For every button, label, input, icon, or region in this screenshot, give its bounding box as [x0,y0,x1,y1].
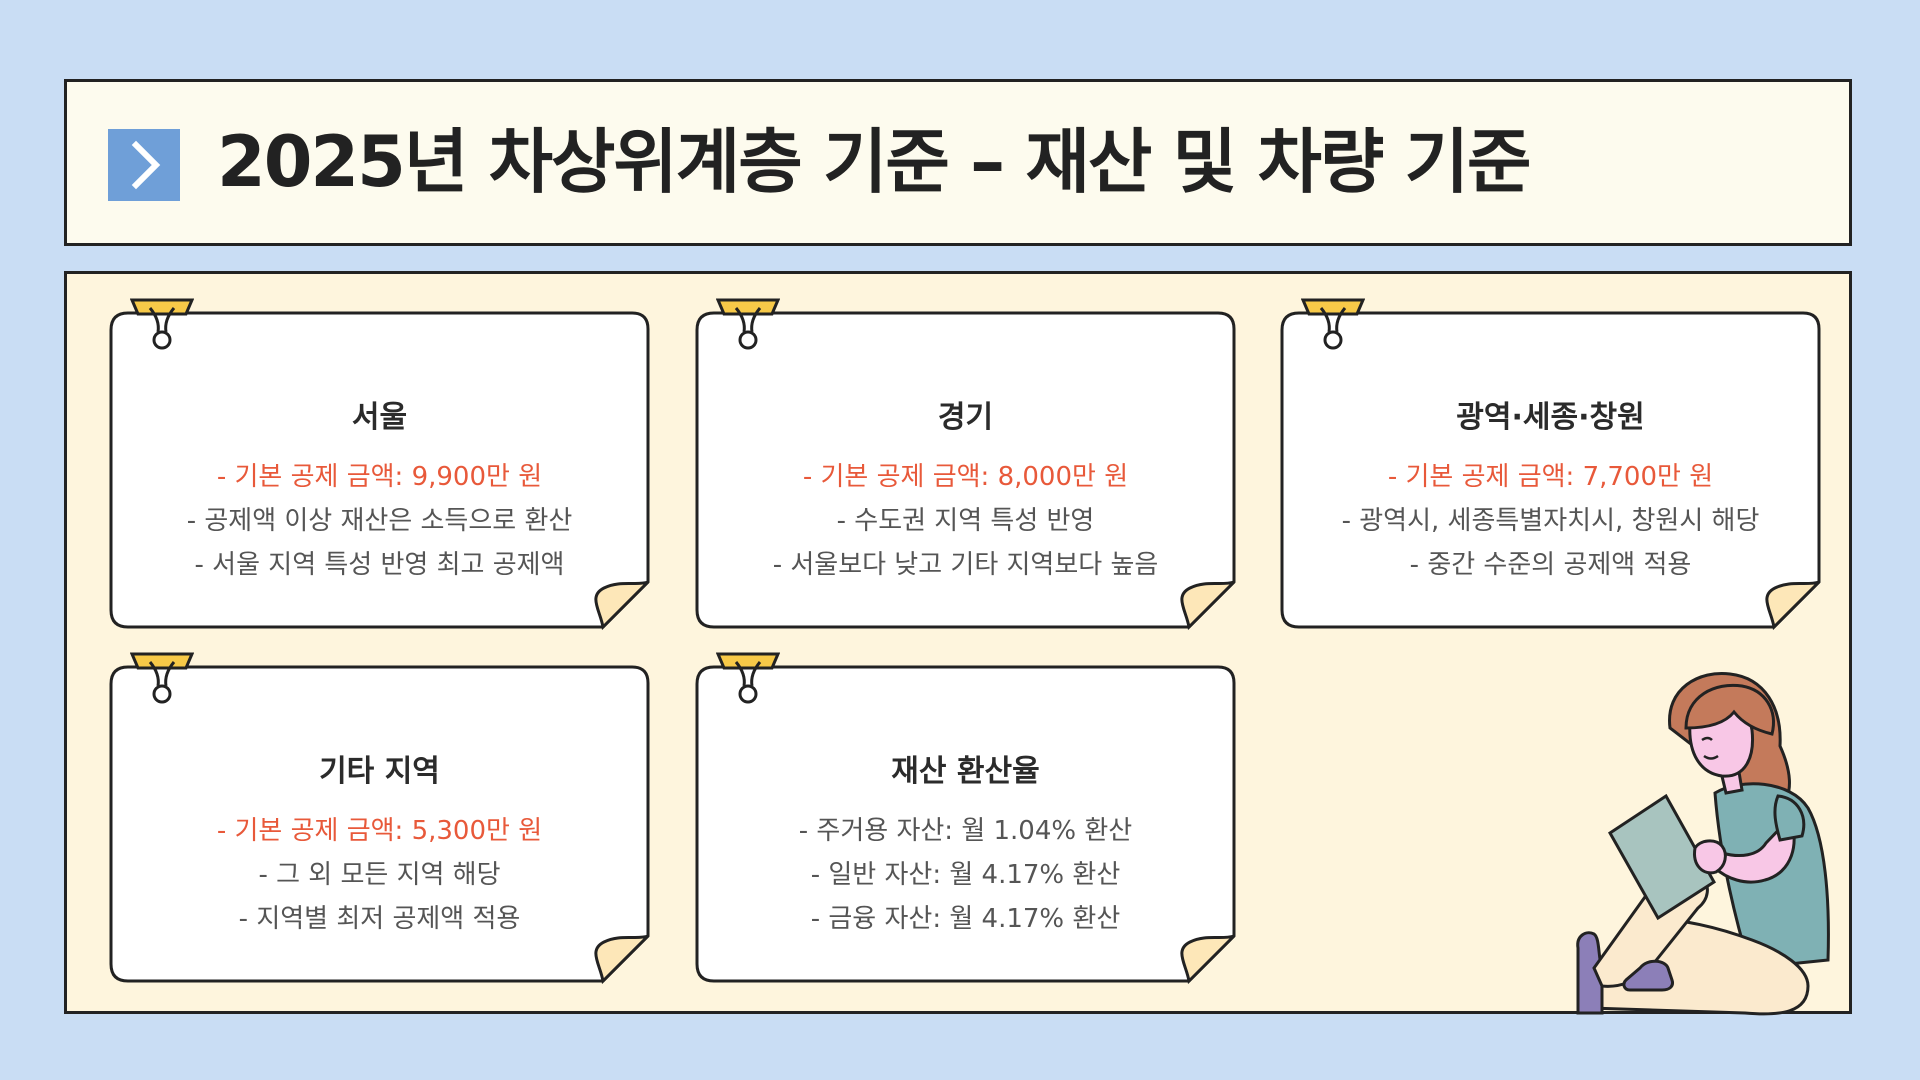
card-highlight: - 기본 공제 금액: 5,300만 원 [216,816,543,846]
card-line: - 주거용 자산: 월 1.04% 환산 [798,816,1133,846]
binder-clip-icon [130,298,194,350]
binder-clip-icon [130,652,194,704]
card-highlight: - 기본 공제 금액: 8,000만 원 [802,462,1129,492]
card-line: - 지역별 최저 공제액 적용 [238,904,521,934]
card-line: - 금융 자산: 월 4.17% 환산 [810,904,1121,934]
card-highlight: - 기본 공제 금액: 9,900만 원 [216,462,543,492]
title-bar: 2025년 차상위계층 기준 – 재산 및 차량 기준 [64,79,1852,246]
binder-clip-icon [716,652,780,704]
card-metro: 광역·세종·창원 - 기본 공제 금액: 7,700만 원 - 광역시, 세종특… [1279,298,1822,630]
card-line: - 서울 지역 특성 반영 최고 공제액 [194,550,565,580]
page-title: 2025년 차상위계층 기준 – 재산 및 차량 기준 [217,121,1531,203]
card-other-regions: 기타 지역 - 기본 공제 금액: 5,300만 원 - 그 외 모든 지역 해… [108,652,651,984]
card-seoul: 서울 - 기본 공제 금액: 9,900만 원 - 공제액 이상 재산은 소득으… [108,298,651,630]
card-line: - 공제액 이상 재산은 소득으로 환산 [186,506,573,536]
card-line: - 중간 수준의 공제액 적용 [1409,550,1692,580]
card-title: 서울 [351,400,408,435]
card-line: - 서울보다 낮고 기타 지역보다 높음 [772,550,1159,580]
card-line: - 그 외 모든 지역 해당 [258,860,501,890]
content-board: 서울 - 기본 공제 금액: 9,900만 원 - 공제액 이상 재산은 소득으… [64,271,1852,1014]
card-title: 재산 환산율 [891,754,1040,789]
binder-clip-icon [716,298,780,350]
card-line: - 광역시, 세종특별자치시, 창원시 해당 [1341,506,1760,536]
card-line: - 수도권 지역 특성 반영 [836,506,1095,536]
card-gyeonggi: 경기 - 기본 공제 금액: 8,000만 원 - 수도권 지역 특성 반영 -… [694,298,1237,630]
card-title: 경기 [937,400,994,435]
binder-clip-icon [1301,298,1365,350]
chevron-right-icon [108,129,180,201]
reading-girl-illustration [1576,671,1830,1016]
card-conversion-rate: 재산 환산율 - 주거용 자산: 월 1.04% 환산 - 일반 자산: 월 4… [694,652,1237,984]
card-title: 광역·세종·창원 [1456,400,1645,435]
card-title: 기타 지역 [319,754,440,789]
card-highlight: - 기본 공제 금액: 7,700만 원 [1387,462,1714,492]
card-line: - 일반 자산: 월 4.17% 환산 [810,860,1121,890]
